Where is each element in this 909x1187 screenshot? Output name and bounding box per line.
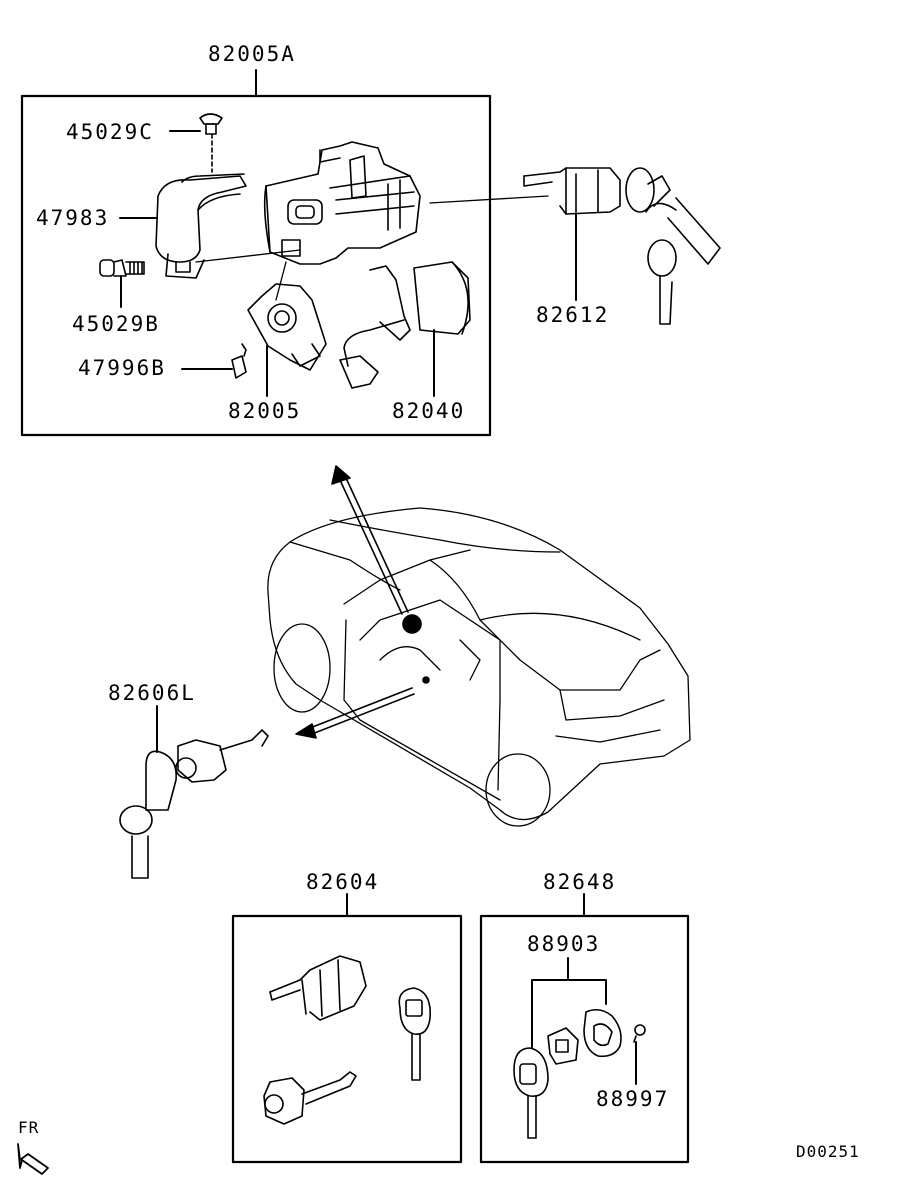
lock-set-door-cylinder-icon	[263, 1071, 357, 1125]
label-lock-set: 82604	[306, 870, 380, 894]
steering-cover-icon	[155, 173, 247, 279]
label-diagram-code: D00251	[796, 1142, 860, 1161]
label-cover: 47983	[36, 206, 110, 230]
ignition-location-marker	[402, 614, 422, 634]
label-top-group: 82005A	[208, 42, 296, 66]
arrow-to-ignition-icon	[331, 465, 409, 615]
blank-key-icon	[513, 1047, 549, 1139]
lock-set-box	[231, 914, 463, 1164]
label-key-set: 82648	[543, 870, 617, 894]
bolt-upper-icon	[199, 113, 223, 173]
lock-set-cylinder-icon	[269, 955, 367, 1021]
top-group-box	[20, 94, 492, 437]
label-door-cylinder: 82606L	[108, 681, 196, 705]
key-parts-bracket	[531, 957, 607, 1049]
door-cylinder-key-icon	[119, 729, 269, 879]
key-screw-icon	[633, 1024, 646, 1043]
label-direction: FR	[18, 1118, 40, 1137]
label-screw: 47996B	[78, 356, 166, 380]
label-bolt-lower: 45029B	[72, 312, 160, 336]
door-lock-location-marker	[422, 676, 430, 684]
key-cover-icon	[583, 1008, 622, 1058]
label-module: 82040	[392, 399, 466, 423]
label-bolt-upper: 45029C	[66, 120, 154, 144]
front-direction-arrow-icon	[17, 1143, 49, 1175]
screw-icon	[231, 343, 247, 379]
module-harness-icon	[339, 261, 471, 389]
label-key-parts: 88903	[527, 932, 601, 956]
label-key-screw: 88997	[596, 1087, 670, 1111]
lock-set-key-icon	[398, 987, 431, 1081]
transmitter-icon	[547, 1027, 579, 1065]
bolt-lower-icon	[99, 259, 145, 277]
label-cylinder-key: 82612	[536, 303, 610, 327]
arrow-to-door-lock-icon	[295, 687, 415, 739]
label-switch: 82005	[228, 399, 302, 423]
switch-body-icon	[247, 283, 327, 371]
cylinder-key-icon	[523, 167, 721, 325]
ignition-switch-assembly-icon	[263, 141, 421, 265]
car-outline-icon	[267, 507, 691, 827]
